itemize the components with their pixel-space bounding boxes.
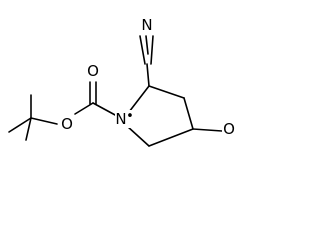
ketone-oxygen-label: O	[223, 120, 235, 138]
bond-nitrogen-to-c2	[128, 85, 150, 113]
bond-c5-to-nitrogen	[126, 125, 150, 147]
bond-nitrile-triple-center	[145, 35, 149, 55]
bond-carbonyl-to-nitrogen	[92, 102, 118, 117]
mask-carbonyl-oxygen	[86, 62, 100, 80]
carbonyl-oxygen-label: O	[87, 62, 99, 80]
bond-c4-to-c5	[148, 128, 194, 147]
bond-c2-to-c3	[148, 85, 185, 99]
atom-labels: N O N • O O	[61, 16, 235, 138]
bond-c2-to-nitrile-carbon	[146, 63, 150, 87]
bond-quaternary-to-oxygen	[30, 117, 58, 125]
nitrile-nitrogen-label: N	[141, 16, 152, 34]
bond-methyl-bottom	[25, 117, 32, 141]
bond-ketone-double	[192, 128, 223, 132]
mask-nitrile-nitrogen	[140, 16, 154, 34]
bond-nitrile-triple-left	[139, 35, 146, 65]
bond-nitrile-triple-right	[150, 35, 154, 65]
mask-ring-nitrogen	[115, 110, 133, 128]
mask-ketone-oxygen	[222, 120, 236, 138]
ester-oxygen-label: O	[61, 115, 73, 133]
ring-nitrogen-label: N	[115, 110, 126, 128]
bond-oxygen-to-carbonyl-carbon	[74, 102, 94, 115]
label-masks	[60, 16, 236, 138]
bond-c3-to-c4	[183, 97, 194, 130]
mask-ester-oxygen	[60, 115, 74, 133]
bond-methyl-left	[8, 117, 32, 133]
molecule-structure: N O N • O O	[8, 16, 236, 147]
bond-lines	[8, 35, 223, 147]
ring-nitrogen-radical-marker: •	[126, 109, 134, 124]
